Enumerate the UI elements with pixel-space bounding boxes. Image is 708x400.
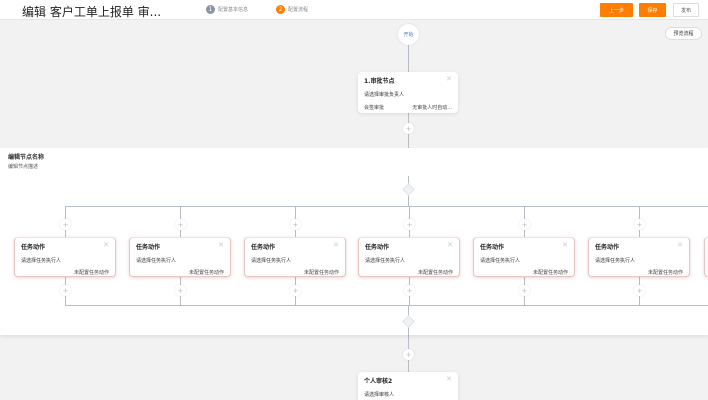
close-icon[interactable]: ✕ [333,241,339,249]
task-desc: 请选择任务执行人 [365,258,406,264]
branch-top-line [65,206,708,207]
task-card[interactable]: 任务动作 ✕ 请选择任务执行人 未配置任务动作 [129,237,231,277]
node-desc: 请选择审批负责人 [364,92,405,98]
add-node-button[interactable]: + [404,285,415,296]
task-footer: 未配置任务动作 [647,270,683,276]
step-label: 配置基本信息 [218,7,249,13]
approval-node-card[interactable]: 1.审批节点 ✕ 请选择审批负责人 会签审批 无审批人时自动... [358,72,458,113]
task-desc: 请选择任务执行人 [136,258,177,264]
task-card[interactable]: 任务动作 ✕ 请选择任务执行人 未配置任务动作 [588,237,690,277]
task-card-partial[interactable] [704,237,708,277]
task-desc: 请选择任务执行人 [251,258,292,264]
task-card[interactable]: 任务动作 ✕ 请选择任务执行人 未配置任务动作 [473,237,575,277]
close-icon[interactable]: ✕ [446,75,452,83]
fallback-text: 无审批人时自动... [412,105,452,111]
add-node-button[interactable]: + [634,219,645,230]
branch-diamond-icon [402,183,415,196]
task-card[interactable]: 任务动作 ✕ 请选择任务执行人 未配置任务动作 [244,237,346,277]
task-footer: 未配置任务动作 [532,270,568,276]
task-title: 任务动作 [595,244,620,251]
save-button[interactable]: 保存 [639,3,666,17]
add-node-button[interactable]: + [60,219,71,230]
close-icon[interactable]: ✕ [562,241,568,249]
task-title: 任务动作 [21,244,46,251]
start-node[interactable]: 开始 [398,24,419,45]
add-node-button[interactable]: + [175,219,186,230]
add-node-button[interactable]: + [519,219,530,230]
branch-panel: 编辑节点名称 编辑节点描述 + + 任务动作 ✕ 请选择任务执行人 未配置任务动… [0,148,708,335]
personal-node-card[interactable]: 个人审核2 ✕ 请选择审核人 [358,372,458,400]
page-title: 编辑 客户工单上报单 审... [22,5,162,19]
task-title: 任务动作 [480,244,505,251]
close-icon[interactable]: ✕ [447,241,453,249]
task-footer: 未配置任务动作 [73,270,109,276]
task-footer: 未配置任务动作 [417,270,453,276]
publish-button[interactable]: 发布 [673,3,699,17]
add-node-button[interactable]: + [60,285,71,296]
task-card[interactable]: 任务动作 ✕ 请选择任务执行人 未配置任务动作 [14,237,116,277]
close-icon[interactable]: ✕ [218,241,224,249]
task-footer: 未配置任务动作 [303,270,339,276]
task-card[interactable]: 任务动作 ✕ 请选择任务执行人 未配置任务动作 [358,237,460,277]
task-title: 任务动作 [251,244,276,251]
node-desc: 请选择审核人 [364,392,395,398]
add-node-button[interactable]: + [404,219,415,230]
node-title: 个人审核2 [364,378,393,385]
branch-title[interactable]: 编辑节点名称 [8,154,45,161]
step-label: 配置流程 [288,7,309,13]
close-icon[interactable]: ✕ [677,241,683,249]
task-footer: 未配置任务动作 [188,270,224,276]
task-desc: 请选择任务执行人 [480,258,521,264]
node-title: 1.审批节点 [364,78,395,85]
add-node-button[interactable]: + [175,285,186,296]
add-node-button[interactable]: + [634,285,645,296]
branch-bottom-line [65,305,708,306]
task-desc: 请选择任务执行人 [21,258,62,264]
close-icon[interactable]: ✕ [446,375,452,383]
add-node-button[interactable]: + [403,123,414,134]
add-node-button[interactable]: + [290,285,301,296]
step-number: 2 [276,5,285,14]
add-node-button[interactable]: + [403,349,414,360]
merge-diamond-icon [402,315,415,328]
task-desc: 请选择任务执行人 [595,258,636,264]
task-title: 任务动作 [365,244,390,251]
prev-button[interactable]: 上一步 [600,3,633,17]
preview-button[interactable]: 预览流程 [665,27,702,40]
step-number: 1 [206,5,215,14]
branch-subtitle[interactable]: 编辑节点描述 [8,164,39,170]
close-icon[interactable]: ✕ [103,241,109,249]
add-node-button[interactable]: + [519,285,530,296]
add-node-button[interactable]: + [290,219,301,230]
approval-mode: 会签审批 [364,105,385,111]
task-title: 任务动作 [136,244,161,251]
